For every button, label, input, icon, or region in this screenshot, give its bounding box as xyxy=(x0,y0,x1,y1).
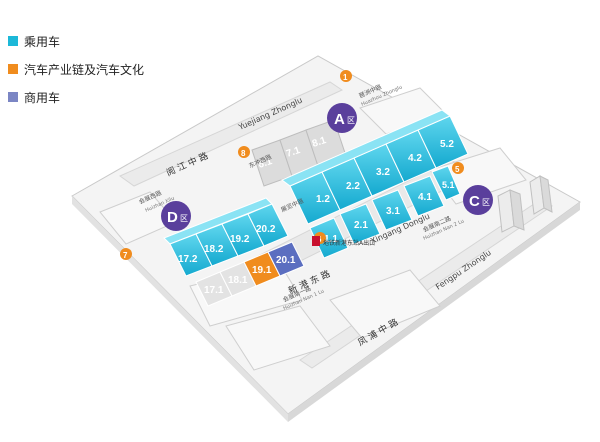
zone-c-suffix: 区 xyxy=(482,198,490,207)
hall-label-3-1: 3.1 xyxy=(386,206,400,217)
svg-text:7: 7 xyxy=(123,251,128,260)
hall-label-18-1: 18.1 xyxy=(228,275,248,286)
legend-item-commercial: 商用车 xyxy=(8,88,208,106)
hall-label-3-2: 3.2 xyxy=(376,167,390,178)
zone-d-badge: D 区 xyxy=(161,201,191,231)
legend: 乘用车 汽车产业链及汽车文化 商用车 xyxy=(8,32,208,116)
legend-label: 汽车产业链及汽车文化 xyxy=(24,62,145,77)
swatch-blue xyxy=(8,92,18,102)
hall-label-6-1: 6.1 xyxy=(257,156,274,171)
hall-label-20-2: 20.2 xyxy=(256,224,276,235)
marker-1: 1 xyxy=(340,70,352,82)
hall-label-4-2: 4.2 xyxy=(408,153,422,164)
block-outline xyxy=(225,305,331,371)
swatch-cyan xyxy=(8,36,18,46)
svg-text:5: 5 xyxy=(455,165,460,174)
hall-2-1 xyxy=(339,203,381,245)
hall-4-1 xyxy=(403,175,445,217)
zone-d-letter: D xyxy=(167,209,178,226)
hall-5-1 xyxy=(431,165,461,201)
block-outline xyxy=(329,269,441,339)
hall-3-1 xyxy=(371,189,413,231)
marker-7: 7 xyxy=(120,248,132,260)
svg-text:8: 8 xyxy=(241,149,246,158)
hall-20-1 xyxy=(267,241,305,277)
metro-label: 地铁新港东站A出口 xyxy=(323,239,375,247)
hall-1-1 xyxy=(309,217,349,259)
hall-label-1-2: 1.2 xyxy=(316,194,330,205)
zone-a-suffix: 区 xyxy=(347,116,355,125)
marker-5: 5 xyxy=(452,162,464,174)
hall-label-1-1: 1.1 xyxy=(324,234,338,245)
road-yuejiang xyxy=(118,81,344,187)
legend-item-industry: 汽车产业链及汽车文化 xyxy=(8,60,208,78)
hall-label-17-2: 17.2 xyxy=(178,254,198,265)
hall-label-20-1: 20.1 xyxy=(276,255,296,266)
zone-a-halls: 1.2 2.2 3.2 4.2 5.2 1.1 2.1 3.1 4.1 5.1 xyxy=(281,109,469,259)
legend-item-passenger: 乘用车 xyxy=(8,32,208,50)
hall-label-2-1: 2.1 xyxy=(354,220,368,231)
hall-label-7-1: 7.1 xyxy=(285,145,302,160)
hall-label-2-2: 2.2 xyxy=(346,181,360,192)
hall-label-19-2: 19.2 xyxy=(230,234,250,245)
swatch-orange xyxy=(8,64,18,74)
zone-c-letter: C xyxy=(469,193,480,210)
c-zone-towers xyxy=(497,175,553,233)
marker-8: 8 xyxy=(238,146,250,158)
legend-label: 商用车 xyxy=(24,90,61,105)
svg-text:1: 1 xyxy=(343,73,348,82)
zone-d-halls: 17.2 18.2 19.2 20.2 17.1 18.1 19.1 20.1 xyxy=(163,197,305,307)
zone-a-letter: A xyxy=(334,111,345,128)
zone-c-badge: C 区 xyxy=(463,185,493,215)
hall-label-4-1: 4.1 xyxy=(418,192,432,203)
legend-label: 乘用车 xyxy=(24,34,61,49)
hall-20-2 xyxy=(247,203,289,247)
gray-halls-top: 6.1 7.1 8.1 xyxy=(251,119,347,187)
hall-label-19-1: 19.1 xyxy=(252,265,272,276)
metro-exit: 地铁新港东站A出口 xyxy=(312,236,375,247)
zone-d-suffix: 区 xyxy=(180,214,188,223)
hall-label-8-1: 8.1 xyxy=(311,135,328,150)
hall-label-5-1: 5.1 xyxy=(442,180,455,190)
hall-label-17-1: 17.1 xyxy=(204,285,224,296)
zone-a-badge: A 区 xyxy=(327,103,357,133)
site-base-edge-right xyxy=(288,202,580,422)
zone-a-roof xyxy=(281,109,451,187)
hall-label-5-2: 5.2 xyxy=(440,139,454,150)
hall-label-18-2: 18.2 xyxy=(204,244,224,255)
